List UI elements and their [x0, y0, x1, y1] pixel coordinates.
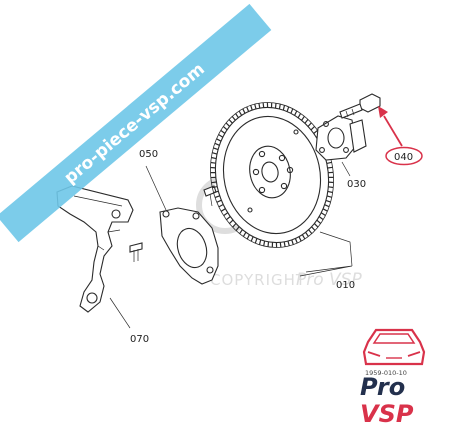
copyright-text: COPYRIGHT — [210, 271, 306, 289]
flywheel-part — [210, 102, 353, 277]
callout-050: 050 — [139, 149, 158, 160]
pro-vsp-logo: 1959-010-10 Pro VSP — [360, 328, 426, 428]
bolt-part — [339, 93, 381, 119]
copyright-brand: Pro VSP — [296, 270, 362, 290]
logo-line1: Pro — [360, 373, 405, 401]
bracket-part — [56, 185, 143, 329]
highlight-arrow — [378, 106, 423, 166]
gear-teeth-path — [210, 102, 334, 248]
drawing-code: 1959-010-10 — [365, 369, 407, 377]
callout-070: 070 — [130, 334, 149, 345]
ring-gear-teeth — [210, 102, 334, 248]
watermark-url: pro-piece-vsp.com — [61, 59, 209, 188]
gear-outer-edge — [210, 102, 334, 248]
adapter-plate-part — [145, 165, 219, 285]
callout-040: 040 — [394, 152, 413, 163]
callout-030: 030 — [347, 179, 366, 190]
callout-010: 010 — [336, 280, 355, 291]
logo-line2: VSP — [360, 400, 414, 428]
hub-flange-part — [315, 115, 367, 177]
